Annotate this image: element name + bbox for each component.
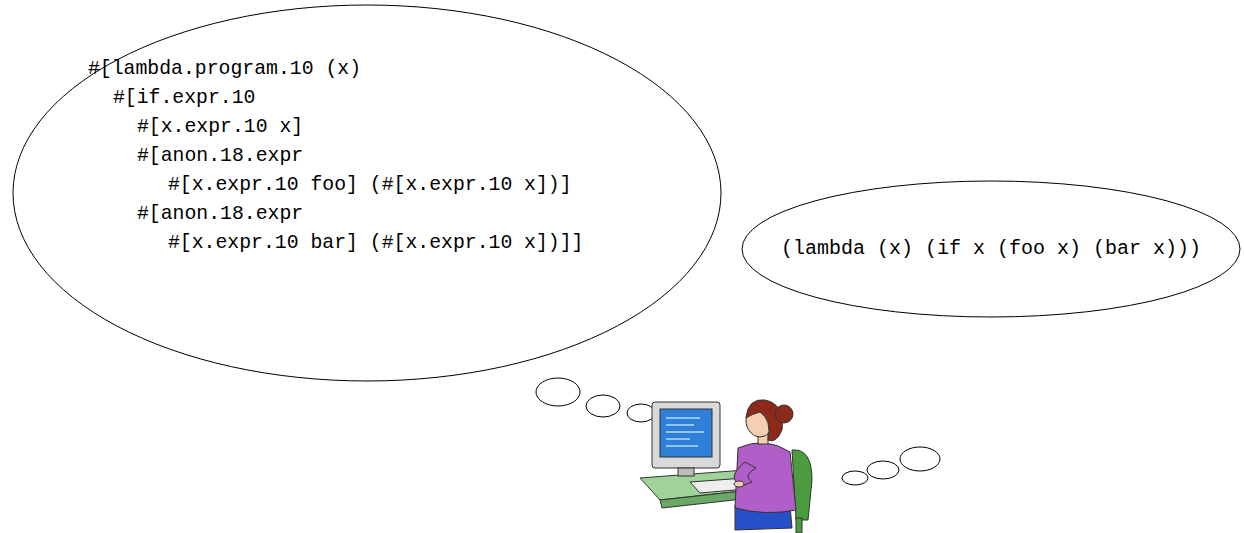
bubble-text: (lambda (x) (if x (foo x) (bar x))) <box>771 232 1211 266</box>
code-line: #[anon.18.expr <box>88 142 688 171</box>
bubble-text: #[lambda.program.10 (x)#[if.expr.10#[x.e… <box>88 55 688 258</box>
bubble-ellipse <box>742 181 1240 317</box>
code-line: #[lambda.program.10 (x) <box>88 55 688 84</box>
thought-bubble: #[lambda.program.10 (x)#[if.expr.10#[x.e… <box>12 4 722 382</box>
code-line: #[x.expr.10 foo] (#[x.expr.10 x])] <box>88 171 688 200</box>
code-line: (lambda (x) (if x (foo x) (bar x))) <box>771 232 1211 266</box>
person-at-computer <box>640 400 812 533</box>
code-line: #[anon.18.expr <box>88 200 688 229</box>
code-line: #[x.expr.10 bar] (#[x.expr.10 x])]] <box>88 229 688 258</box>
code-line: #[x.expr.10 x] <box>88 113 688 142</box>
bubble-ellipse <box>13 5 721 381</box>
thought-trail <box>536 378 940 485</box>
thought-bubble: (lambda (x) (if x (foo x) (bar x))) <box>741 180 1241 318</box>
code-line: #[if.expr.10 <box>88 84 688 113</box>
